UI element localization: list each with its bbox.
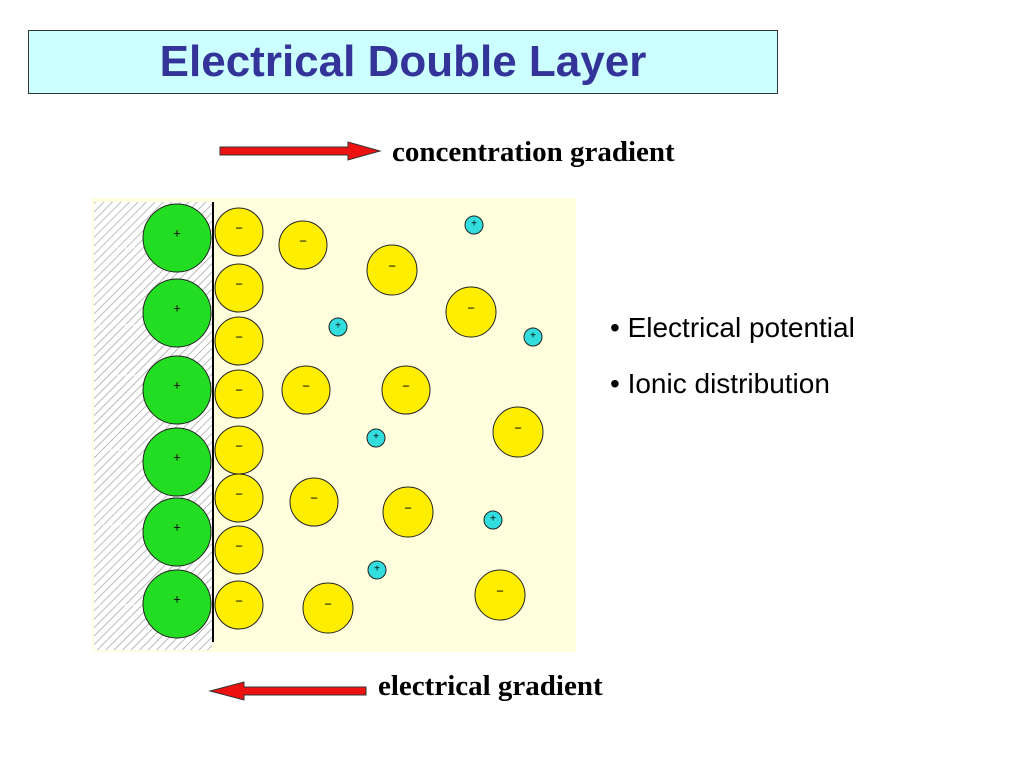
svg-text:−: − <box>235 221 243 236</box>
bullet-electrical-potential: • Electrical potential <box>610 312 855 343</box>
surface-charge: + <box>142 427 212 497</box>
anion: − <box>214 316 264 366</box>
svg-text:−: − <box>324 596 332 611</box>
anion: − <box>302 582 354 634</box>
anion: − <box>214 473 264 523</box>
anion: − <box>445 286 497 338</box>
svg-text:−: − <box>310 491 318 506</box>
anion: − <box>214 425 264 475</box>
anion: − <box>278 220 328 270</box>
surface-charge: + <box>142 355 212 425</box>
anion: − <box>281 365 331 415</box>
svg-text:−: − <box>514 420 522 435</box>
anion: − <box>214 580 264 630</box>
concentration-gradient-label: concentration gradient <box>392 136 675 168</box>
svg-text:−: − <box>404 500 412 515</box>
cation: + <box>523 327 543 347</box>
concentration-gradient-arrow <box>219 141 382 161</box>
surface-charge: + <box>142 569 212 639</box>
cation: + <box>483 510 503 530</box>
anion: − <box>289 477 339 527</box>
anion: − <box>214 369 264 419</box>
cation: + <box>328 317 348 337</box>
svg-text:+: + <box>173 300 181 315</box>
surface-charge: + <box>142 278 212 348</box>
svg-text:−: − <box>467 300 475 315</box>
svg-text:−: − <box>235 277 243 292</box>
title-box: Electrical Double Layer <box>28 30 778 94</box>
svg-text:+: + <box>373 432 379 443</box>
anion: − <box>492 406 544 458</box>
svg-text:−: − <box>496 583 504 598</box>
surface-charge: + <box>142 203 212 273</box>
surface-charge: + <box>142 497 212 567</box>
svg-text:+: + <box>173 225 181 240</box>
svg-text:+: + <box>173 591 181 606</box>
anion: − <box>381 365 431 415</box>
cation: + <box>366 428 386 448</box>
svg-text:+: + <box>173 377 181 392</box>
cation: + <box>464 215 484 235</box>
cation: + <box>367 560 387 580</box>
svg-text:+: + <box>335 321 341 332</box>
anion: − <box>214 525 264 575</box>
svg-text:−: − <box>235 439 243 454</box>
svg-text:−: − <box>302 379 310 394</box>
anion: − <box>474 569 526 621</box>
anion: − <box>214 207 264 257</box>
svg-text:−: − <box>235 539 243 554</box>
svg-text:+: + <box>471 219 477 230</box>
electrical-gradient-arrow <box>208 681 367 701</box>
svg-text:−: − <box>235 594 243 609</box>
anion: − <box>382 486 434 538</box>
electrical-gradient-label: electrical gradient <box>378 670 603 702</box>
svg-text:−: − <box>235 383 243 398</box>
bullet-ionic-distribution: • Ionic distribution <box>610 368 830 399</box>
svg-text:−: − <box>299 234 307 249</box>
svg-text:−: − <box>388 258 396 273</box>
svg-text:+: + <box>173 449 181 464</box>
bullet-list: • Electrical potential • Ionic distribut… <box>610 312 855 424</box>
anion: − <box>214 263 264 313</box>
slide-title: Electrical Double Layer <box>159 37 647 86</box>
svg-text:−: − <box>402 379 410 394</box>
anion: − <box>366 244 418 296</box>
svg-text:+: + <box>490 514 496 525</box>
svg-text:+: + <box>530 331 536 342</box>
svg-text:+: + <box>173 519 181 534</box>
svg-text:+: + <box>374 564 380 575</box>
svg-text:−: − <box>235 330 243 345</box>
svg-text:−: − <box>235 487 243 502</box>
